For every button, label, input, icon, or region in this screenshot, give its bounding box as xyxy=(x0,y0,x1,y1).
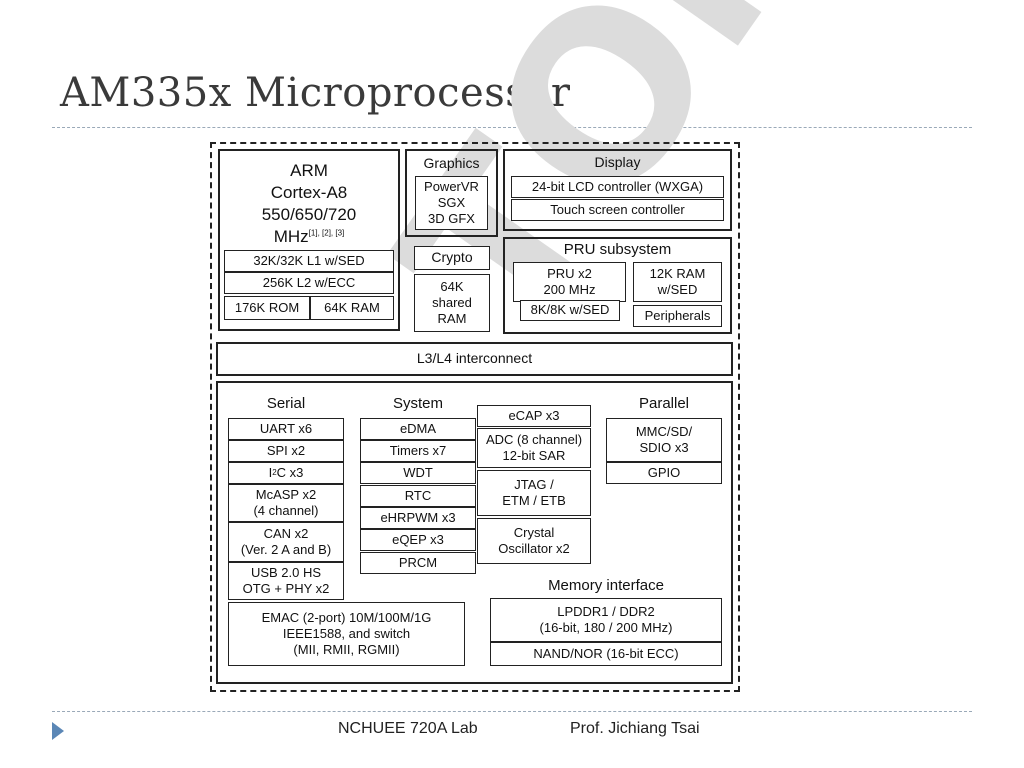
arm-block xyxy=(218,149,400,331)
arm-rom: 176K ROM xyxy=(224,296,310,320)
arm-l2-cache: 256K L2 w/ECC xyxy=(224,272,394,294)
arm-refs: [1], [2], [3] xyxy=(308,228,345,238)
pru-core: PRU x2 200 MHz xyxy=(513,262,626,302)
interconnect-bar: L3/L4 interconnect xyxy=(216,342,733,376)
system-prcm: PRCM xyxy=(360,552,476,574)
ecap-block: eCAP x3 xyxy=(477,405,591,427)
system-heading: System xyxy=(392,395,443,412)
touch-screen-controller: Touch screen controller xyxy=(511,199,724,221)
pru-memory: 8K/8K w/SED xyxy=(520,300,620,321)
next-slide-arrow-icon[interactable] xyxy=(52,722,64,740)
system-ehrpwm: eHRPWM x3 xyxy=(360,507,476,529)
system-timers: Timers x7 xyxy=(360,440,476,462)
serial-spi: SPI x2 xyxy=(228,440,344,462)
footer-lab: NCHUEE 720A Lab xyxy=(338,720,478,737)
graphics-core: PowerVR SGX 3D GFX xyxy=(415,176,488,230)
footer-divider xyxy=(52,711,972,712)
display-block xyxy=(503,149,732,231)
serial-uart: UART x6 xyxy=(228,418,344,440)
arm-heading-text: ARM Cortex-A8 550/650/720 MHz xyxy=(261,161,357,247)
peripheral-area xyxy=(216,381,733,684)
serial-can: CAN x2 (Ver. 2 A and B) xyxy=(228,522,344,562)
adc-block: ADC (8 channel) 12-bit SAR xyxy=(477,428,591,468)
title-divider xyxy=(52,127,972,128)
lcd-controller: 24-bit LCD controller (WXGA) xyxy=(511,176,724,198)
serial-usb: USB 2.0 HS OTG + PHY x2 xyxy=(228,562,344,600)
serial-heading: Serial xyxy=(266,395,306,412)
slide-title: AM335x Microprocessor xyxy=(60,70,571,116)
graphics-heading: Graphics xyxy=(423,155,480,171)
pru-heading: PRU subsystem xyxy=(563,241,672,258)
shared-ram-block: 64K shared RAM xyxy=(414,274,490,332)
memory-heading: Memory interface xyxy=(548,577,664,594)
i2c-suffix: C x3 xyxy=(276,464,304,480)
emac-block: EMAC (2-port) 10M/100M/1G IEEE1588, and … xyxy=(228,602,465,666)
pru-subsystem-block xyxy=(503,237,732,334)
pru-peripherals: Peripherals xyxy=(633,305,722,327)
graphics-block xyxy=(405,149,498,237)
jtag-block: JTAG / ETM / ETB xyxy=(477,470,591,516)
pru-ram: 12K RAM w/SED xyxy=(633,262,722,302)
system-rtc: RTC xyxy=(360,485,476,507)
arm-l1-cache: 32K/32K L1 w/SED xyxy=(224,250,394,272)
memory-ddr: LPDDR1 / DDR2 (16-bit, 180 / 200 MHz) xyxy=(490,598,722,642)
parallel-gpio: GPIO xyxy=(606,462,722,484)
footer-prof: Prof. Jichiang Tsai xyxy=(570,720,700,737)
system-eqep: eQEP x3 xyxy=(360,529,476,551)
crypto-block: Crypto xyxy=(414,246,490,270)
arm-heading: ARM Cortex-A8 550/650/720 MHz[1], [2], [… xyxy=(220,160,398,248)
arm-ram: 64K RAM xyxy=(310,296,394,320)
serial-mcasp: McASP x2 (4 channel) xyxy=(228,484,344,522)
system-wdt: WDT xyxy=(360,462,476,484)
chip-outline xyxy=(210,142,740,692)
system-edma: eDMA xyxy=(360,418,476,440)
parallel-mmc: MMC/SD/ SDIO x3 xyxy=(606,418,722,462)
i2c-prefix: I xyxy=(268,464,273,480)
parallel-heading: Parallel xyxy=(638,395,690,412)
memory-nand: NAND/NOR (16-bit ECC) xyxy=(490,642,722,666)
display-heading: Display xyxy=(594,154,641,170)
i2c-sup: 2 xyxy=(272,468,277,477)
crystal-oscillator-block: Crystal Oscillator x2 xyxy=(477,518,591,564)
